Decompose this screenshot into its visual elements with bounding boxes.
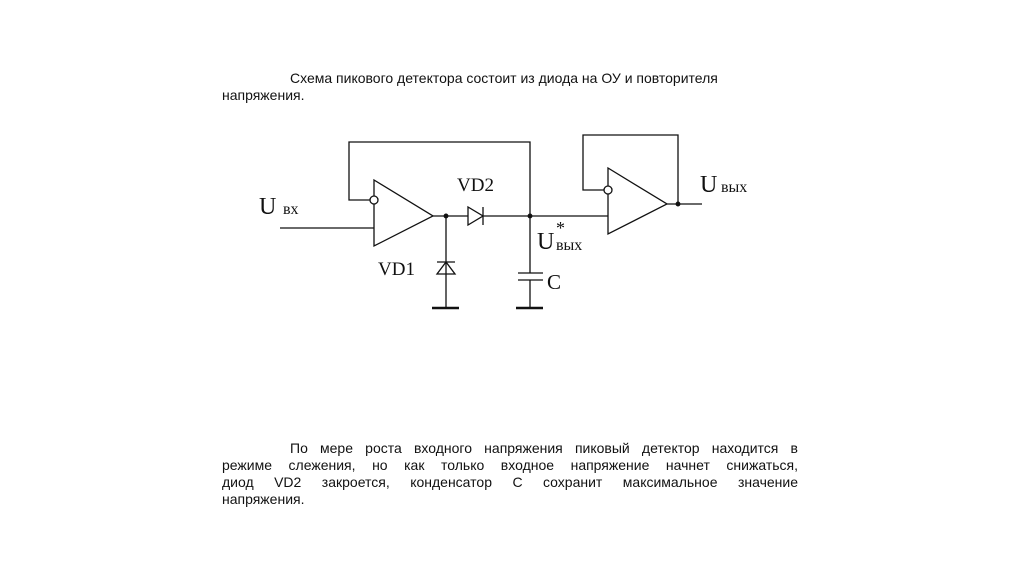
u-in-subscript: вх xyxy=(283,201,299,218)
vd2-label: VD2 xyxy=(457,175,494,196)
u-mid-superscript: * xyxy=(556,218,565,238)
junction-3 xyxy=(675,201,681,207)
u-out-label: U xyxy=(700,172,717,198)
text-line: По мере роста входного напряжения пиковы… xyxy=(290,440,798,456)
text-line: напряжения. xyxy=(222,491,305,507)
inverting-input-2 xyxy=(603,185,613,195)
u-in-label: U xyxy=(259,194,276,220)
u-out-subscript: вых xyxy=(721,179,747,196)
vd1-diode xyxy=(435,260,457,275)
opamp-1 xyxy=(373,178,435,248)
text-line: Схема пикового детектора состоит из диод… xyxy=(290,70,718,86)
vd1-label: VD1 xyxy=(378,259,415,280)
feedback-wire-1 xyxy=(348,141,531,216)
text-line: диод VD2 закроется, конденсатор С сохран… xyxy=(222,474,798,490)
explanation-paragraph: По мере роста входного напряжения пиковы… xyxy=(222,440,798,508)
capacitor-label: C xyxy=(547,270,561,294)
opamp-2 xyxy=(607,166,669,236)
u-mid-subscript: вых xyxy=(556,237,582,254)
inverting-input-1 xyxy=(369,195,379,205)
u-mid-label: U xyxy=(537,229,554,255)
intro-paragraph: Схема пикового детектора состоит из диод… xyxy=(222,70,798,104)
feedback-wire-2 xyxy=(582,134,679,204)
vd2-diode xyxy=(467,205,485,227)
text-line: напряжения. xyxy=(222,87,305,103)
text-line: режиме слежения, но как только входное н… xyxy=(222,457,798,473)
